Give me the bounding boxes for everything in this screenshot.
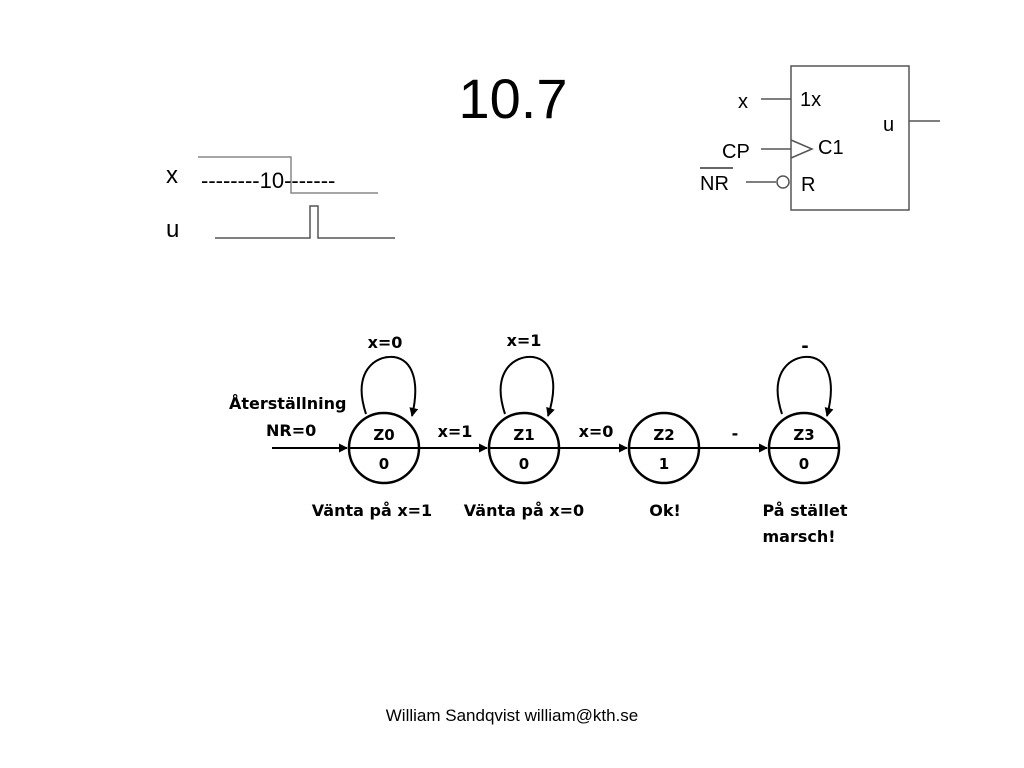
timing-x-label: x <box>166 162 178 189</box>
state-z3: Z3 0 <box>767 411 841 485</box>
slide-footer: William Sandqvist william@kth.se <box>385 706 639 725</box>
state-output: 0 <box>519 455 529 473</box>
reset-condition: NR=0 <box>266 421 316 440</box>
block-input-nr: NR <box>700 173 729 195</box>
x-signal-text: --------10------- <box>201 168 335 193</box>
loop-label-z3: - <box>801 336 808 357</box>
state-desc-z3-line1: På stället <box>762 501 847 520</box>
clock-triangle <box>790 139 814 159</box>
u-waveform <box>215 205 395 239</box>
transition-label-3: - <box>732 424 739 443</box>
state-diagram: Återställning NR=0 x=1 x=0 - x=0 x=1 - Z… <box>229 331 848 546</box>
state-name: Z1 <box>513 426 534 444</box>
transition-label-1: x=1 <box>438 422 473 441</box>
state-desc-z1: Vänta på x=0 <box>464 501 584 520</box>
state-name: Z2 <box>653 426 674 444</box>
state-z2: Z2 1 <box>627 411 701 485</box>
state-desc-z0: Vänta på x=1 <box>312 501 432 520</box>
transition-label-2: x=0 <box>579 422 614 441</box>
block-pin-c1: C1 <box>818 137 844 159</box>
loop-label-z0: x=0 <box>368 333 403 352</box>
x-waveform <box>198 156 378 194</box>
timing-u-label: u <box>166 216 179 243</box>
reset-label: Återställning <box>229 394 346 413</box>
block-output-u: u <box>883 114 894 136</box>
self-loop-z3 <box>776 355 834 417</box>
loop-label-z1: x=1 <box>507 331 542 350</box>
inversion-bubble <box>776 175 790 189</box>
state-output: 1 <box>659 455 669 473</box>
state-output: 0 <box>799 455 809 473</box>
state-output: 0 <box>379 455 389 473</box>
state-desc-z2: Ok! <box>649 501 681 520</box>
block-input-cp: CP <box>722 141 750 163</box>
state-desc-z3-line2: marsch! <box>762 527 835 546</box>
block-symbol: x 1x CP C1 NR R u <box>700 65 940 211</box>
block-box <box>790 65 910 211</box>
state-z0: Z0 0 <box>347 411 421 485</box>
state-name: Z0 <box>373 426 394 444</box>
slide-title: 10.7 <box>459 67 568 130</box>
block-input-x: x <box>738 91 748 113</box>
block-pin-1x: 1x <box>800 89 821 111</box>
state-name: Z3 <box>793 426 814 444</box>
block-pin-r: R <box>801 174 815 196</box>
self-loop-z1 <box>499 355 555 417</box>
self-loop-z0 <box>360 355 419 417</box>
timing-diagram: x u --------10------- <box>166 156 395 243</box>
state-z1: Z1 0 <box>487 411 561 485</box>
